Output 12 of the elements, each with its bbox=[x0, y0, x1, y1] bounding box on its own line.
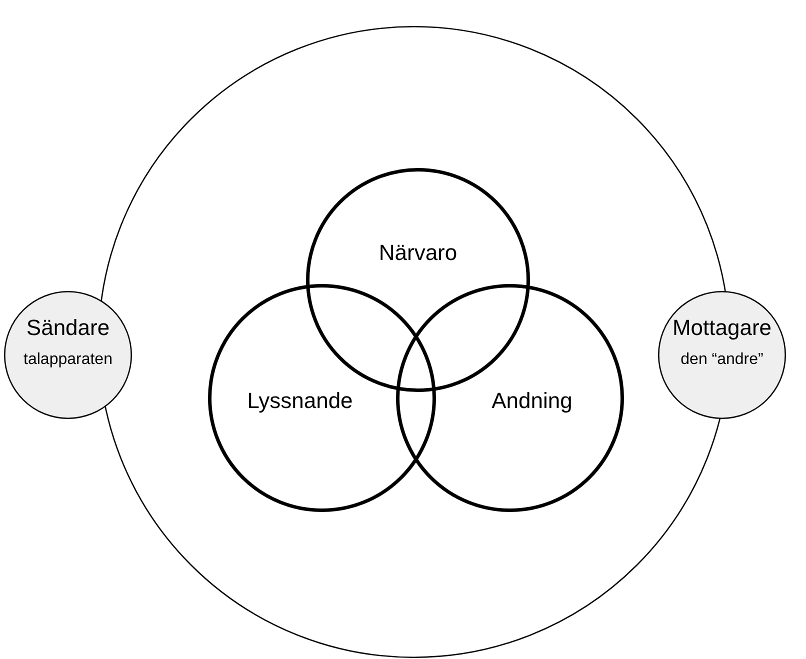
receiver-circle bbox=[658, 291, 786, 419]
circle-sublabel: den “andre” bbox=[680, 351, 764, 369]
venn-circle bbox=[306, 168, 530, 392]
venn-circle bbox=[396, 284, 624, 512]
circle-label: Andning bbox=[492, 388, 572, 414]
circle-label: Lyssnande bbox=[247, 388, 353, 414]
circle-label: Närvaro bbox=[378, 240, 458, 266]
venn-circle bbox=[208, 284, 436, 512]
circle-label: Sändare bbox=[26, 315, 110, 341]
circle-label: Mottagare bbox=[672, 315, 772, 341]
sender-circle bbox=[4, 291, 132, 419]
circle-sublabel: talapparaten bbox=[24, 351, 112, 369]
